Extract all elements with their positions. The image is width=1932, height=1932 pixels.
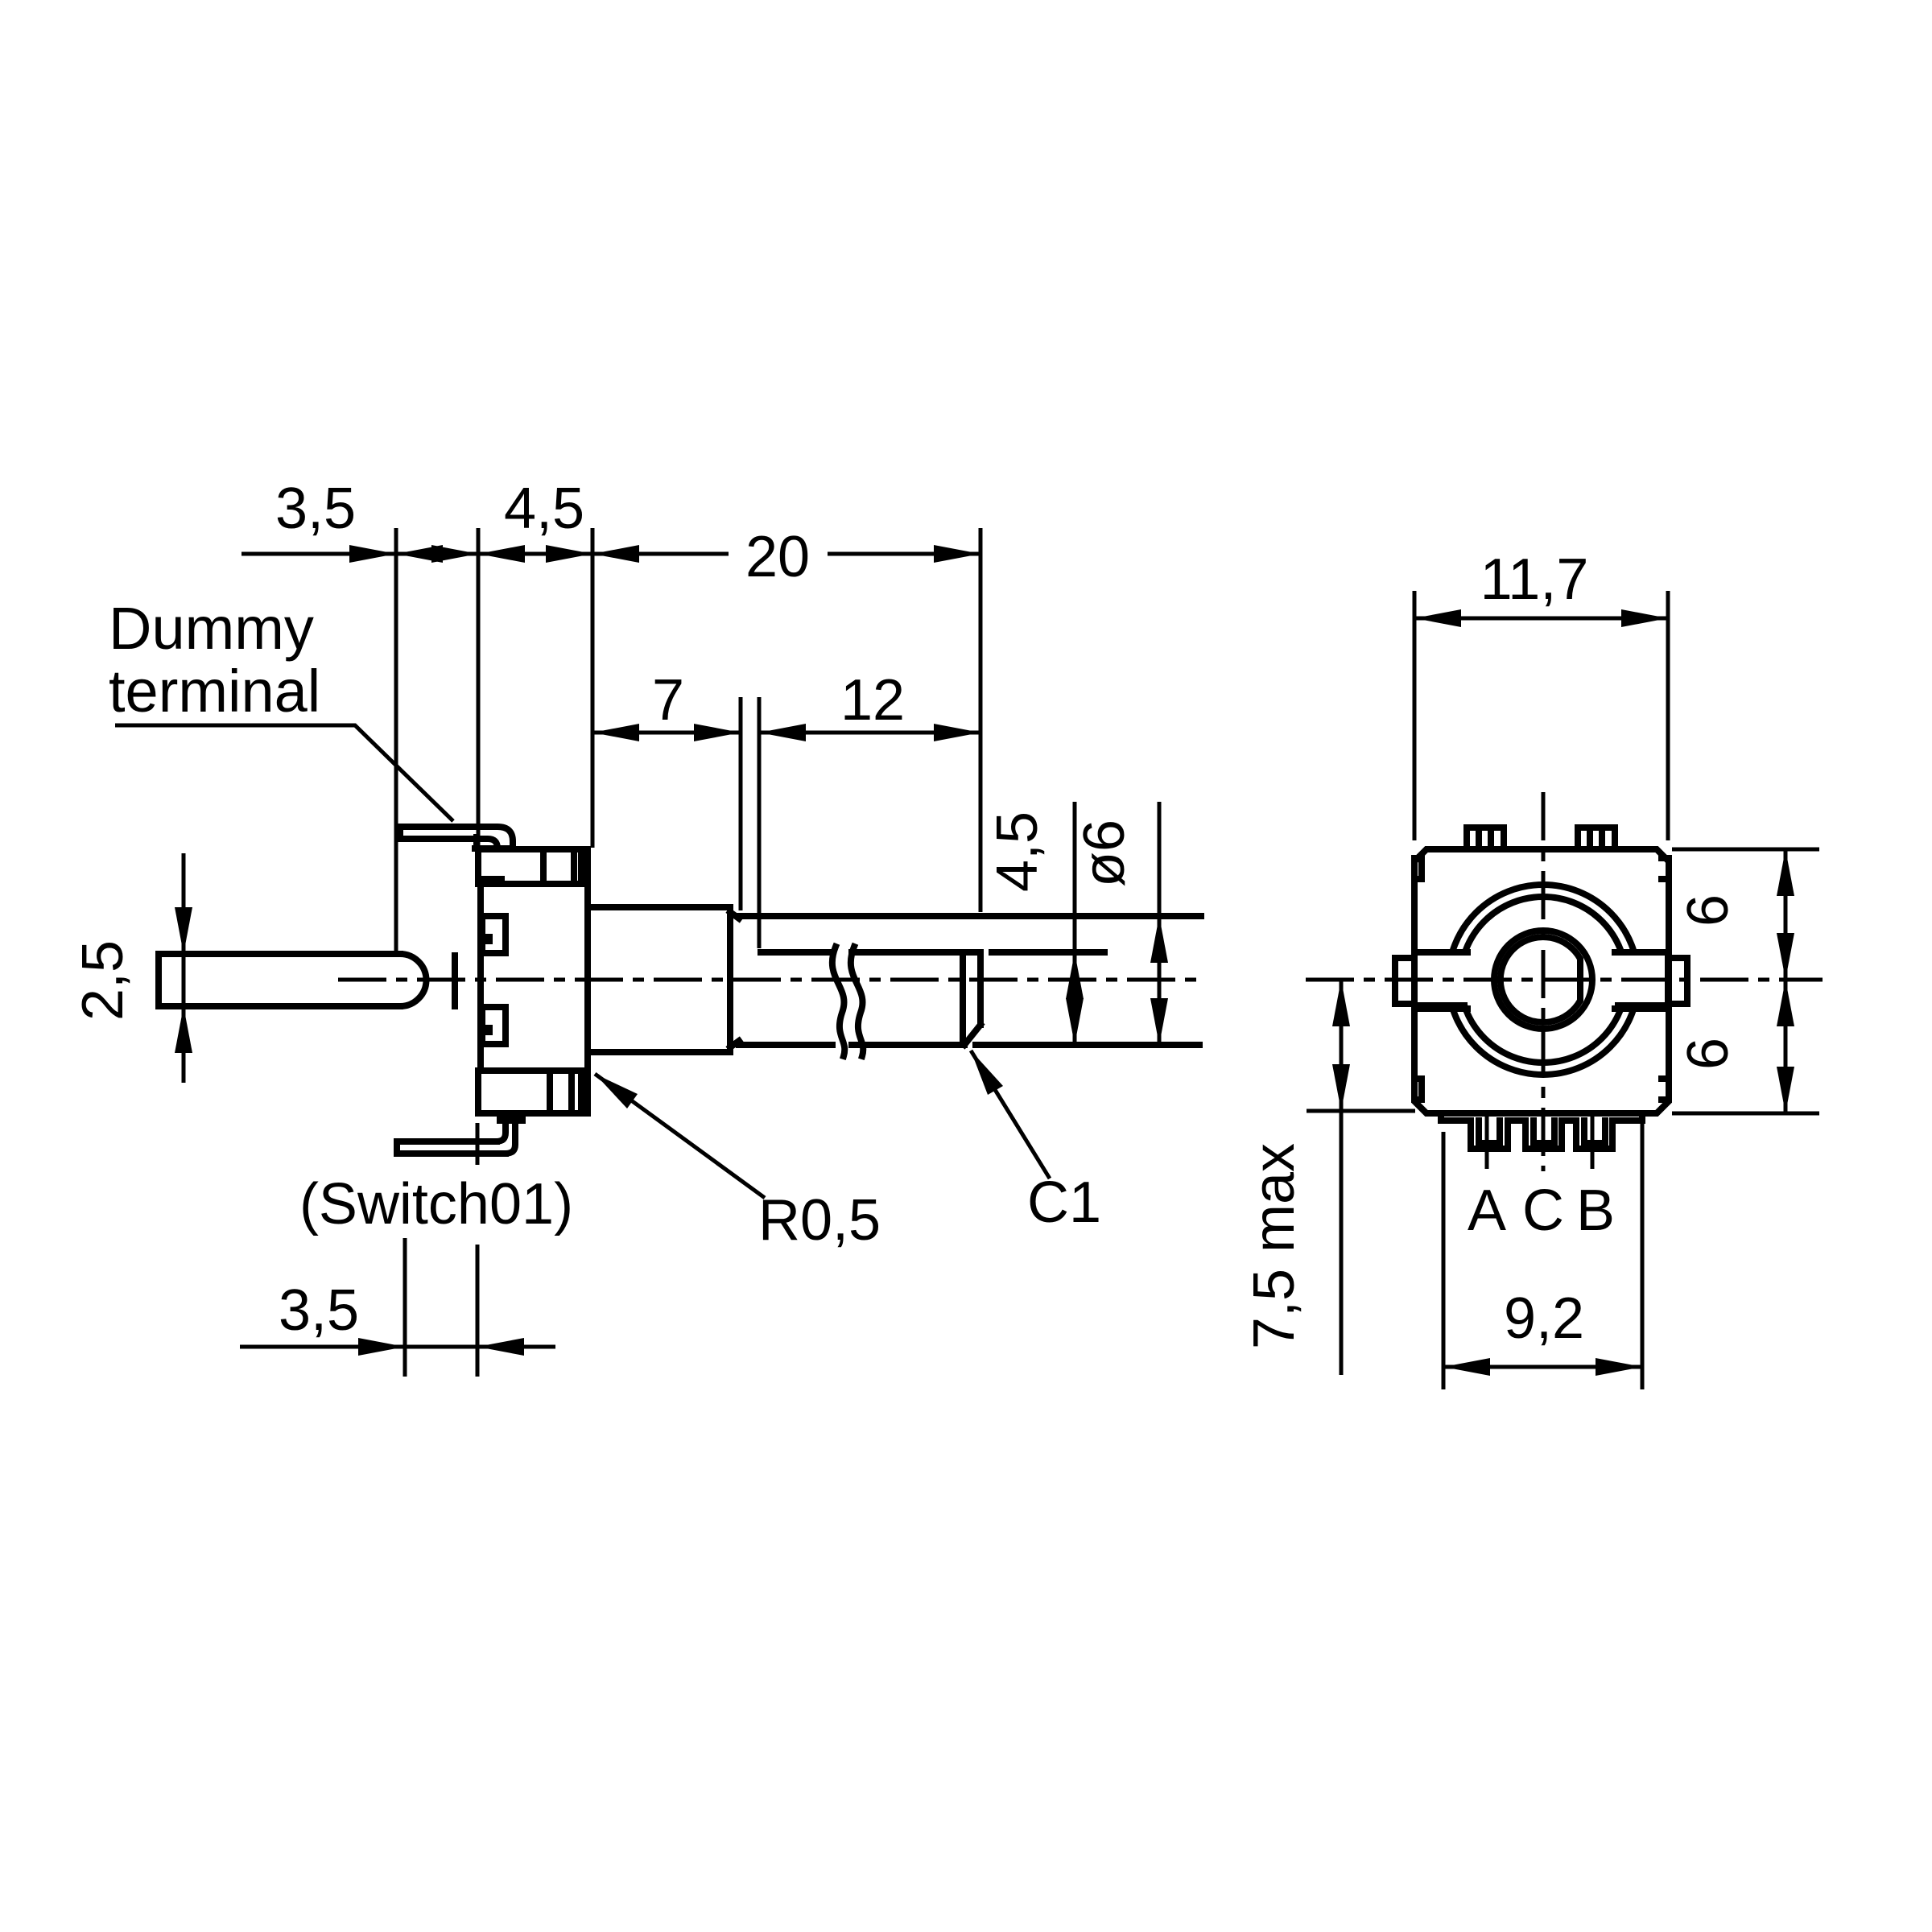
pin-c-label: C xyxy=(1522,1179,1564,1243)
terminal-bases xyxy=(481,876,526,1124)
dim-20-label: 20 xyxy=(745,525,810,589)
dim-2-5-label: 2,5 xyxy=(71,940,135,1021)
dim-3-5-bottom-label: 3,5 xyxy=(279,1278,359,1343)
side-view-dimensions: 3,5 4,5 20 7 12 2,5 xyxy=(71,477,1168,1377)
callout-c1: C1 xyxy=(968,1049,1101,1235)
callout-r0-5: R0,5 xyxy=(593,1071,881,1253)
side-view-part xyxy=(155,824,1206,1158)
front-view-dimensions: 11,7 6 6 7,5 max A C B xyxy=(1242,547,1819,1389)
terminal-letters: A C B xyxy=(1468,1179,1615,1243)
dim-6-upper-label: 6 xyxy=(1676,894,1740,927)
corner-notches xyxy=(1411,855,1672,1103)
front-view: 11,7 6 6 7,5 max A C B xyxy=(1242,547,1823,1389)
dummy-terminal-label-line2: terminal xyxy=(109,658,320,724)
switch01-label: (Switch01) xyxy=(299,1172,573,1236)
top-tabs xyxy=(1463,824,1618,852)
bushing xyxy=(587,904,744,1055)
shaft-flat-circle xyxy=(1496,934,1583,1026)
dim-2-5: 2,5 xyxy=(71,853,192,1083)
dim-4-5-shaft-label: 4,5 xyxy=(985,811,1050,892)
dim-9-2-label: 9,2 xyxy=(1504,1286,1584,1351)
r0-5-label: R0,5 xyxy=(758,1188,881,1253)
shaft-break-symbol xyxy=(828,942,867,1060)
dim-12-label: 12 xyxy=(840,668,905,733)
dim-7-5-max: 7,5 max xyxy=(1242,980,1415,1375)
dim-11-7: 11,7 xyxy=(1412,547,1670,840)
dim-bottom-3-5: 3,5 xyxy=(240,1123,555,1377)
dim-9-2: 9,2 xyxy=(1441,1121,1645,1389)
dim-6-lower-label: 6 xyxy=(1676,1038,1740,1070)
shaft xyxy=(736,913,1204,1050)
dim-dia6-label: ø6 xyxy=(1072,819,1137,887)
callout-dummy-terminal: Dummy terminal xyxy=(109,595,455,823)
side-stud-bases xyxy=(1414,1002,1668,1010)
dim-shaft-diameters: 4,5 ø6 xyxy=(985,802,1168,1048)
dim-top-row: 3,5 4,5 20 xyxy=(242,477,983,952)
dim-3-5-top-label: 3,5 xyxy=(275,477,356,541)
dim-7-label: 7 xyxy=(652,668,684,733)
center-pin xyxy=(155,950,458,1010)
front-view-part xyxy=(1306,792,1823,1171)
c1-label: C1 xyxy=(1027,1170,1101,1235)
dim-6-6: 6 6 xyxy=(1672,847,1819,1116)
dim-11-7-label: 11,7 xyxy=(1480,547,1589,612)
terminal-pin-ticks xyxy=(1484,1116,1595,1169)
dim-4-5-top-label: 4,5 xyxy=(504,477,584,541)
dim-7-5-max-label: 7,5 max xyxy=(1242,1143,1307,1349)
dim-7-12-row: 7 12 xyxy=(592,668,980,948)
side-terminal-tabs xyxy=(479,913,509,1047)
front-body xyxy=(1411,846,1672,1117)
switch-terminal-pin xyxy=(394,1121,518,1158)
side-view: 3,5 4,5 20 7 12 2,5 xyxy=(71,477,1206,1377)
dummy-terminal-label-line1: Dummy xyxy=(109,595,314,662)
pin-b-label: B xyxy=(1576,1179,1615,1243)
dummy-terminal-pin xyxy=(397,824,516,852)
pin-a-label: A xyxy=(1468,1179,1506,1243)
